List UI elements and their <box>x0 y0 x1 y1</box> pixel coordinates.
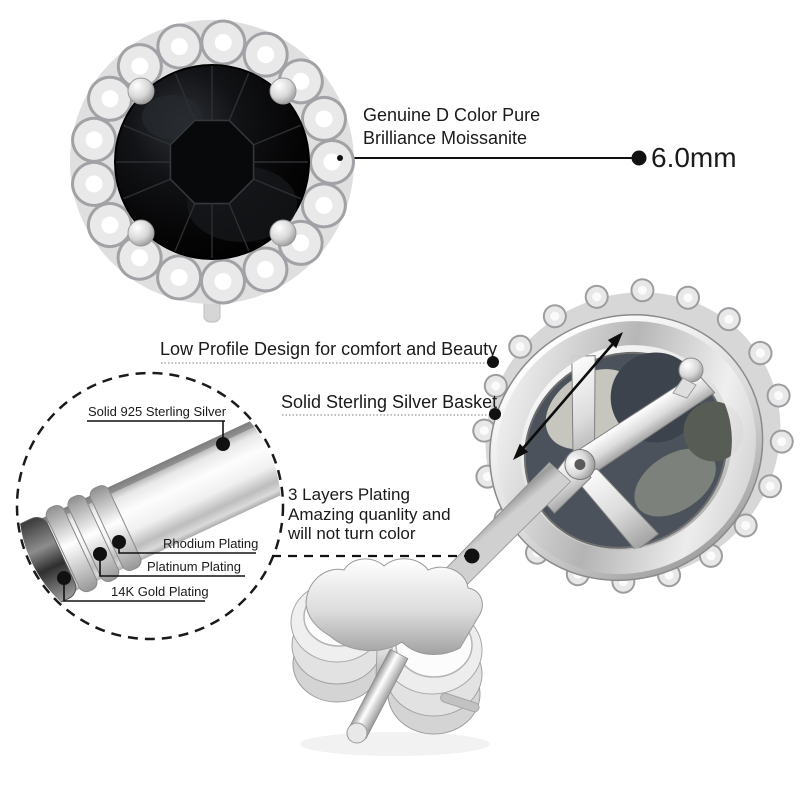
callout-dot-icon <box>487 356 499 368</box>
post-tip-bar <box>346 648 409 744</box>
layer-gold-label: 14K Gold Plating <box>111 584 209 599</box>
moissanite-label-line1: Genuine D Color Pure <box>363 105 541 125</box>
layer-ring-1 <box>45 504 98 593</box>
basket-label: Solid Sterling Silver Basket <box>281 392 498 412</box>
stone-facets <box>116 66 308 258</box>
prong-balls <box>127 77 297 247</box>
halo-stud-front-photo <box>69 19 355 323</box>
butterfly-body-plate <box>305 558 483 655</box>
layer-platinum-label: Platinum Plating <box>147 559 241 574</box>
callout-dot-icon <box>489 408 501 420</box>
layer-silver-label: Solid 925 Sterling Silver <box>88 404 227 419</box>
size-label: 6.0mm <box>651 142 737 173</box>
low-profile-label: Low Profile Design for comfort and Beaut… <box>160 339 498 359</box>
moissanite-label-line2: Brilliance Moissanite <box>363 128 528 148</box>
layer-callout-dots <box>57 437 230 585</box>
callout-dot-icon <box>631 150 647 166</box>
basket-callout <box>282 408 501 420</box>
plating-note-line3: will not turn color <box>288 524 416 543</box>
plating-note-line2: Amazing quanlity and <box>288 504 451 524</box>
low-profile-callout <box>161 356 499 368</box>
layer-ring-3 <box>89 485 142 571</box>
callout-dot-small-icon <box>337 155 343 161</box>
plating-magnifier <box>15 371 285 641</box>
plating-note: 3 Layers Plating Amazing quanlity and wi… <box>288 485 451 544</box>
layer-ring-2 <box>67 494 120 582</box>
layer-rhodium-label: Rhodium Plating <box>163 536 259 551</box>
callout-dot-icon <box>464 548 480 564</box>
size-callout <box>340 150 647 166</box>
plating-dashed-connector <box>272 548 480 564</box>
post-cutaway <box>19 409 281 609</box>
moissanite-label: Genuine D Color Pure Brilliance Moissani… <box>363 104 540 150</box>
butterfly-back <box>290 558 490 756</box>
measure-arrow-icon <box>513 332 623 460</box>
halo-stones-sparkle <box>83 33 341 291</box>
plating-note-line1: 3 Layers Plating <box>288 485 410 504</box>
